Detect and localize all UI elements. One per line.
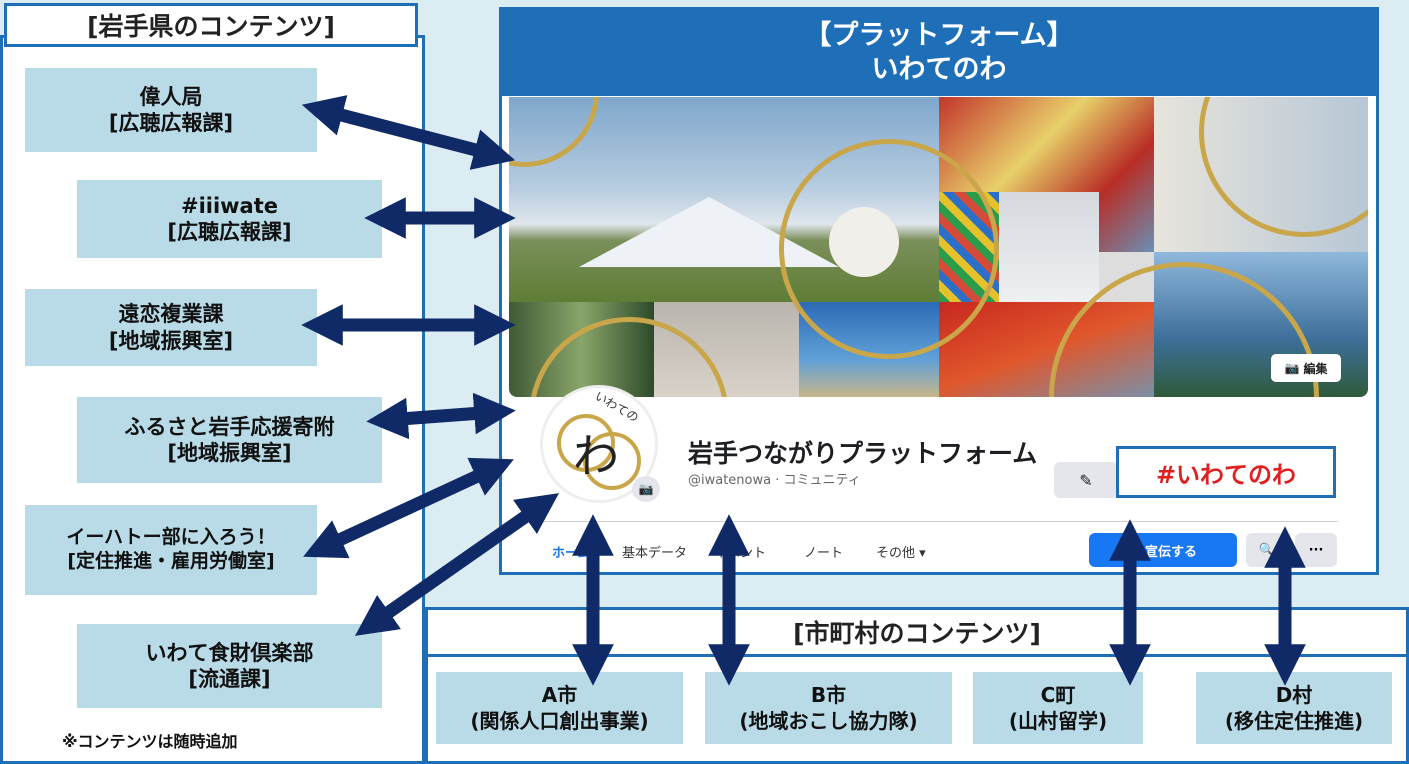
hashtag-text: #いわてのわ (1155, 460, 1297, 489)
page-handle: @iwatenowa · コミュニティ (688, 473, 861, 488)
arrow-furusato (366, 392, 516, 440)
content-box-iiiwate: #iiiwate [広聴広報課] (77, 180, 382, 258)
municipal-box-a: A市 (関係人口創出事業) (436, 672, 683, 744)
note-text: ※コンテンツは随時追加 (62, 732, 238, 751)
municipal-box-b: B市 (地域おこし協力隊) (705, 672, 952, 744)
municipal-detail: (移住定住推進) (1224, 709, 1364, 733)
tab-more[interactable]: その他 ▾ (876, 546, 926, 561)
content-dept: [流通課] (188, 667, 271, 691)
tab-about[interactable]: 基本データ (622, 546, 688, 561)
content-dept: [地域振興室] (108, 328, 234, 353)
man-photo (999, 192, 1099, 302)
content-dept: [広聴広報課] (108, 111, 234, 135)
municipal-detail: (関係人口創出事業) (470, 709, 649, 733)
camera-icon: 📷 (1284, 361, 1300, 375)
arrow-ihatobu (303, 457, 514, 559)
promote-label: 宣伝する (1144, 544, 1197, 560)
platform-title-line2: いわてのわ (871, 54, 1007, 85)
page-name: 岩手つながりプラットフォーム (688, 439, 1038, 468)
content-dept: [広聴広報課] (167, 220, 292, 244)
tab-notes[interactable]: ノート (804, 546, 844, 561)
logo-char: わ (573, 429, 619, 483)
prefecture-header-text: [岩手県のコンテンツ] (87, 12, 335, 41)
content-name: 偉人局 (139, 84, 203, 109)
content-box-ijinkyoku: 偉人局 [広聴広報課] (25, 68, 317, 152)
content-box-ihatobu: イーハトー部に入ろう！ [定住推進・雇用労働室] (25, 505, 317, 595)
cover-photo: 📷 編集 (509, 97, 1368, 397)
content-box-furusato: ふるさと岩手応援寄附 [地域振興室] (77, 397, 382, 483)
gold-ring (779, 139, 999, 359)
hashtag-box: #いわてのわ (1116, 446, 1336, 498)
logo-ring (583, 432, 641, 490)
profile-divider (540, 521, 1338, 522)
content-box-enren: 遠恋複業課 [地域振興室] (25, 289, 317, 366)
platform-title: 【プラットフォーム】 いわてのわ (502, 10, 1376, 96)
content-dept: [定住推進・雇用労働室] (67, 550, 275, 572)
more-icon: ··· (1308, 542, 1324, 558)
edit-cover-button[interactable]: 📷 編集 (1271, 354, 1341, 382)
municipal-name: D村 (1275, 683, 1313, 707)
content-name: 遠恋複業課 (118, 302, 224, 327)
platform-title-line1: 【プラットフォーム】 (804, 20, 1074, 52)
content-dept: [地域振興室] (167, 441, 292, 465)
municipal-detail: (山村留学) (1008, 709, 1108, 733)
content-name: イーハトー部に入ろう！ (66, 526, 276, 549)
municipal-name: A市 (541, 683, 578, 707)
edit-cover-label: 編集 (1303, 361, 1328, 376)
content-name: ふるさと岩手応援寄附 (124, 414, 335, 439)
camera-icon: 📷 (638, 482, 654, 496)
edit-page-button[interactable]: ✎ (1054, 462, 1118, 498)
content-box-shokuzai: いわて食財倶楽部 [流通課] (77, 624, 382, 708)
arrow-ijinkyoku (301, 95, 516, 170)
arrow-shokuzai (354, 493, 560, 636)
municipal-detail: (地域おこし協力隊) (739, 709, 918, 733)
pencil-icon: ✎ (1079, 470, 1093, 490)
prefecture-header: [岩手県のコンテンツ] (4, 3, 418, 47)
content-name: #iiiwate (180, 193, 279, 218)
municipal-name: C町 (1040, 683, 1076, 707)
municipal-name: B市 (810, 683, 847, 707)
municipal-header-text: [市町村のコンテンツ] (793, 619, 1041, 648)
content-name: いわて食財倶楽部 (145, 640, 314, 665)
logo-camera-button[interactable]: 📷 (632, 476, 660, 502)
